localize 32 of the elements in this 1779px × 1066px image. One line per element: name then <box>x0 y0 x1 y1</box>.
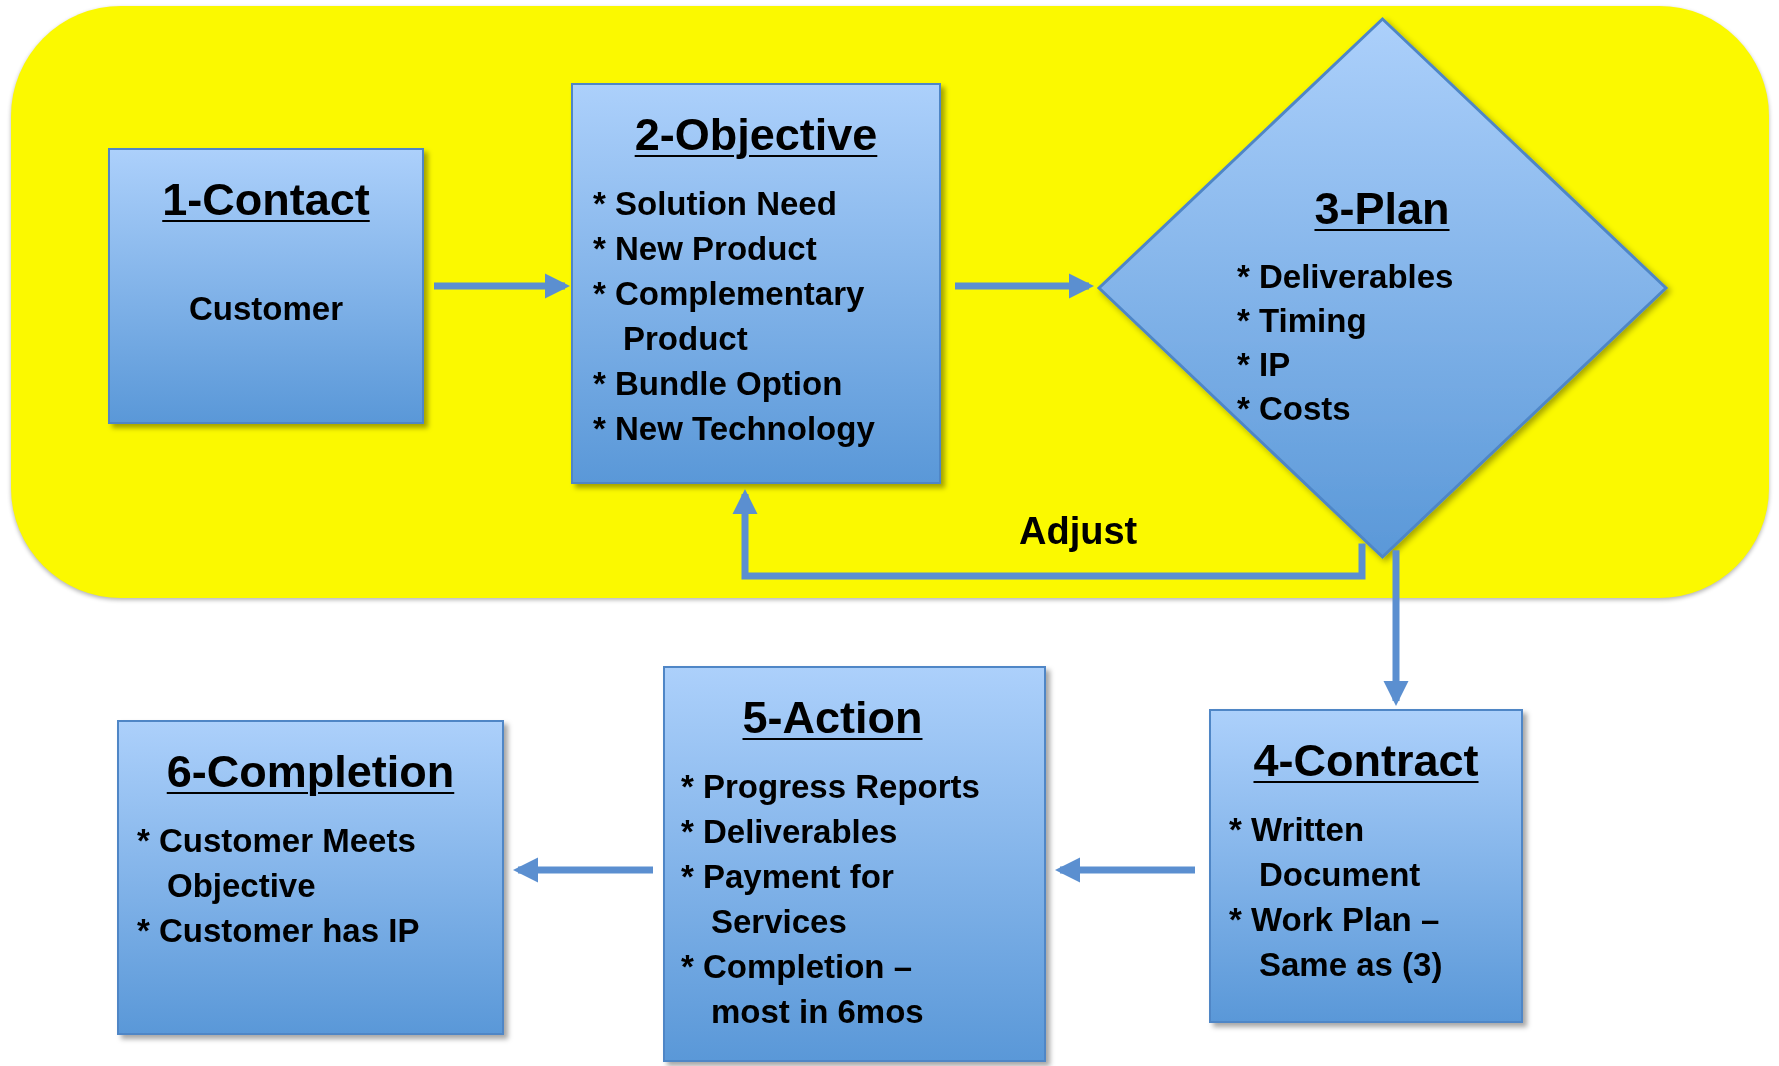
step-text: * Completion – most in 6mos <box>681 947 925 1032</box>
step-text: Customer <box>188 289 344 329</box>
step-text: * Progress Reports <box>681 767 981 807</box>
step-text: * Payment for Services <box>681 857 895 942</box>
step-heading: 2-Objective <box>633 109 879 161</box>
step-text: * Customer has IP <box>137 911 421 951</box>
step-text: * Work Plan – Same as (3) <box>1229 900 1444 985</box>
step-heading: 5-Action <box>741 692 924 744</box>
process-box <box>663 666 1046 1062</box>
step-text: * Written Document <box>1229 810 1422 895</box>
step-text: * New Technology <box>593 409 876 449</box>
step-text: * Deliverables <box>1237 257 1455 297</box>
step-text: * Timing <box>1237 301 1368 341</box>
step-heading: 6-Completion <box>165 746 456 798</box>
step-text: * Complementary Product <box>593 274 866 359</box>
process-box <box>571 83 941 484</box>
step-text: * IP <box>1237 345 1292 385</box>
step-text: * Bundle Option <box>593 364 844 404</box>
highlight-band <box>11 6 1769 598</box>
step-text: * Solution Need <box>593 184 838 224</box>
step-heading: 3-Plan <box>1313 183 1451 235</box>
arrow <box>732 488 1366 580</box>
step-heading: 1-Contact <box>161 174 371 226</box>
step-text: * Deliverables <box>681 812 899 852</box>
process-box <box>117 720 504 1035</box>
step-heading: 4-Contract <box>1252 735 1480 787</box>
step-text: * Customer Meets Objective <box>137 821 417 906</box>
arrow <box>1383 550 1409 707</box>
step-text: * New Product <box>593 229 818 269</box>
process-box <box>1209 709 1523 1023</box>
process-box <box>108 148 424 424</box>
step-text: * Costs <box>1237 389 1352 429</box>
